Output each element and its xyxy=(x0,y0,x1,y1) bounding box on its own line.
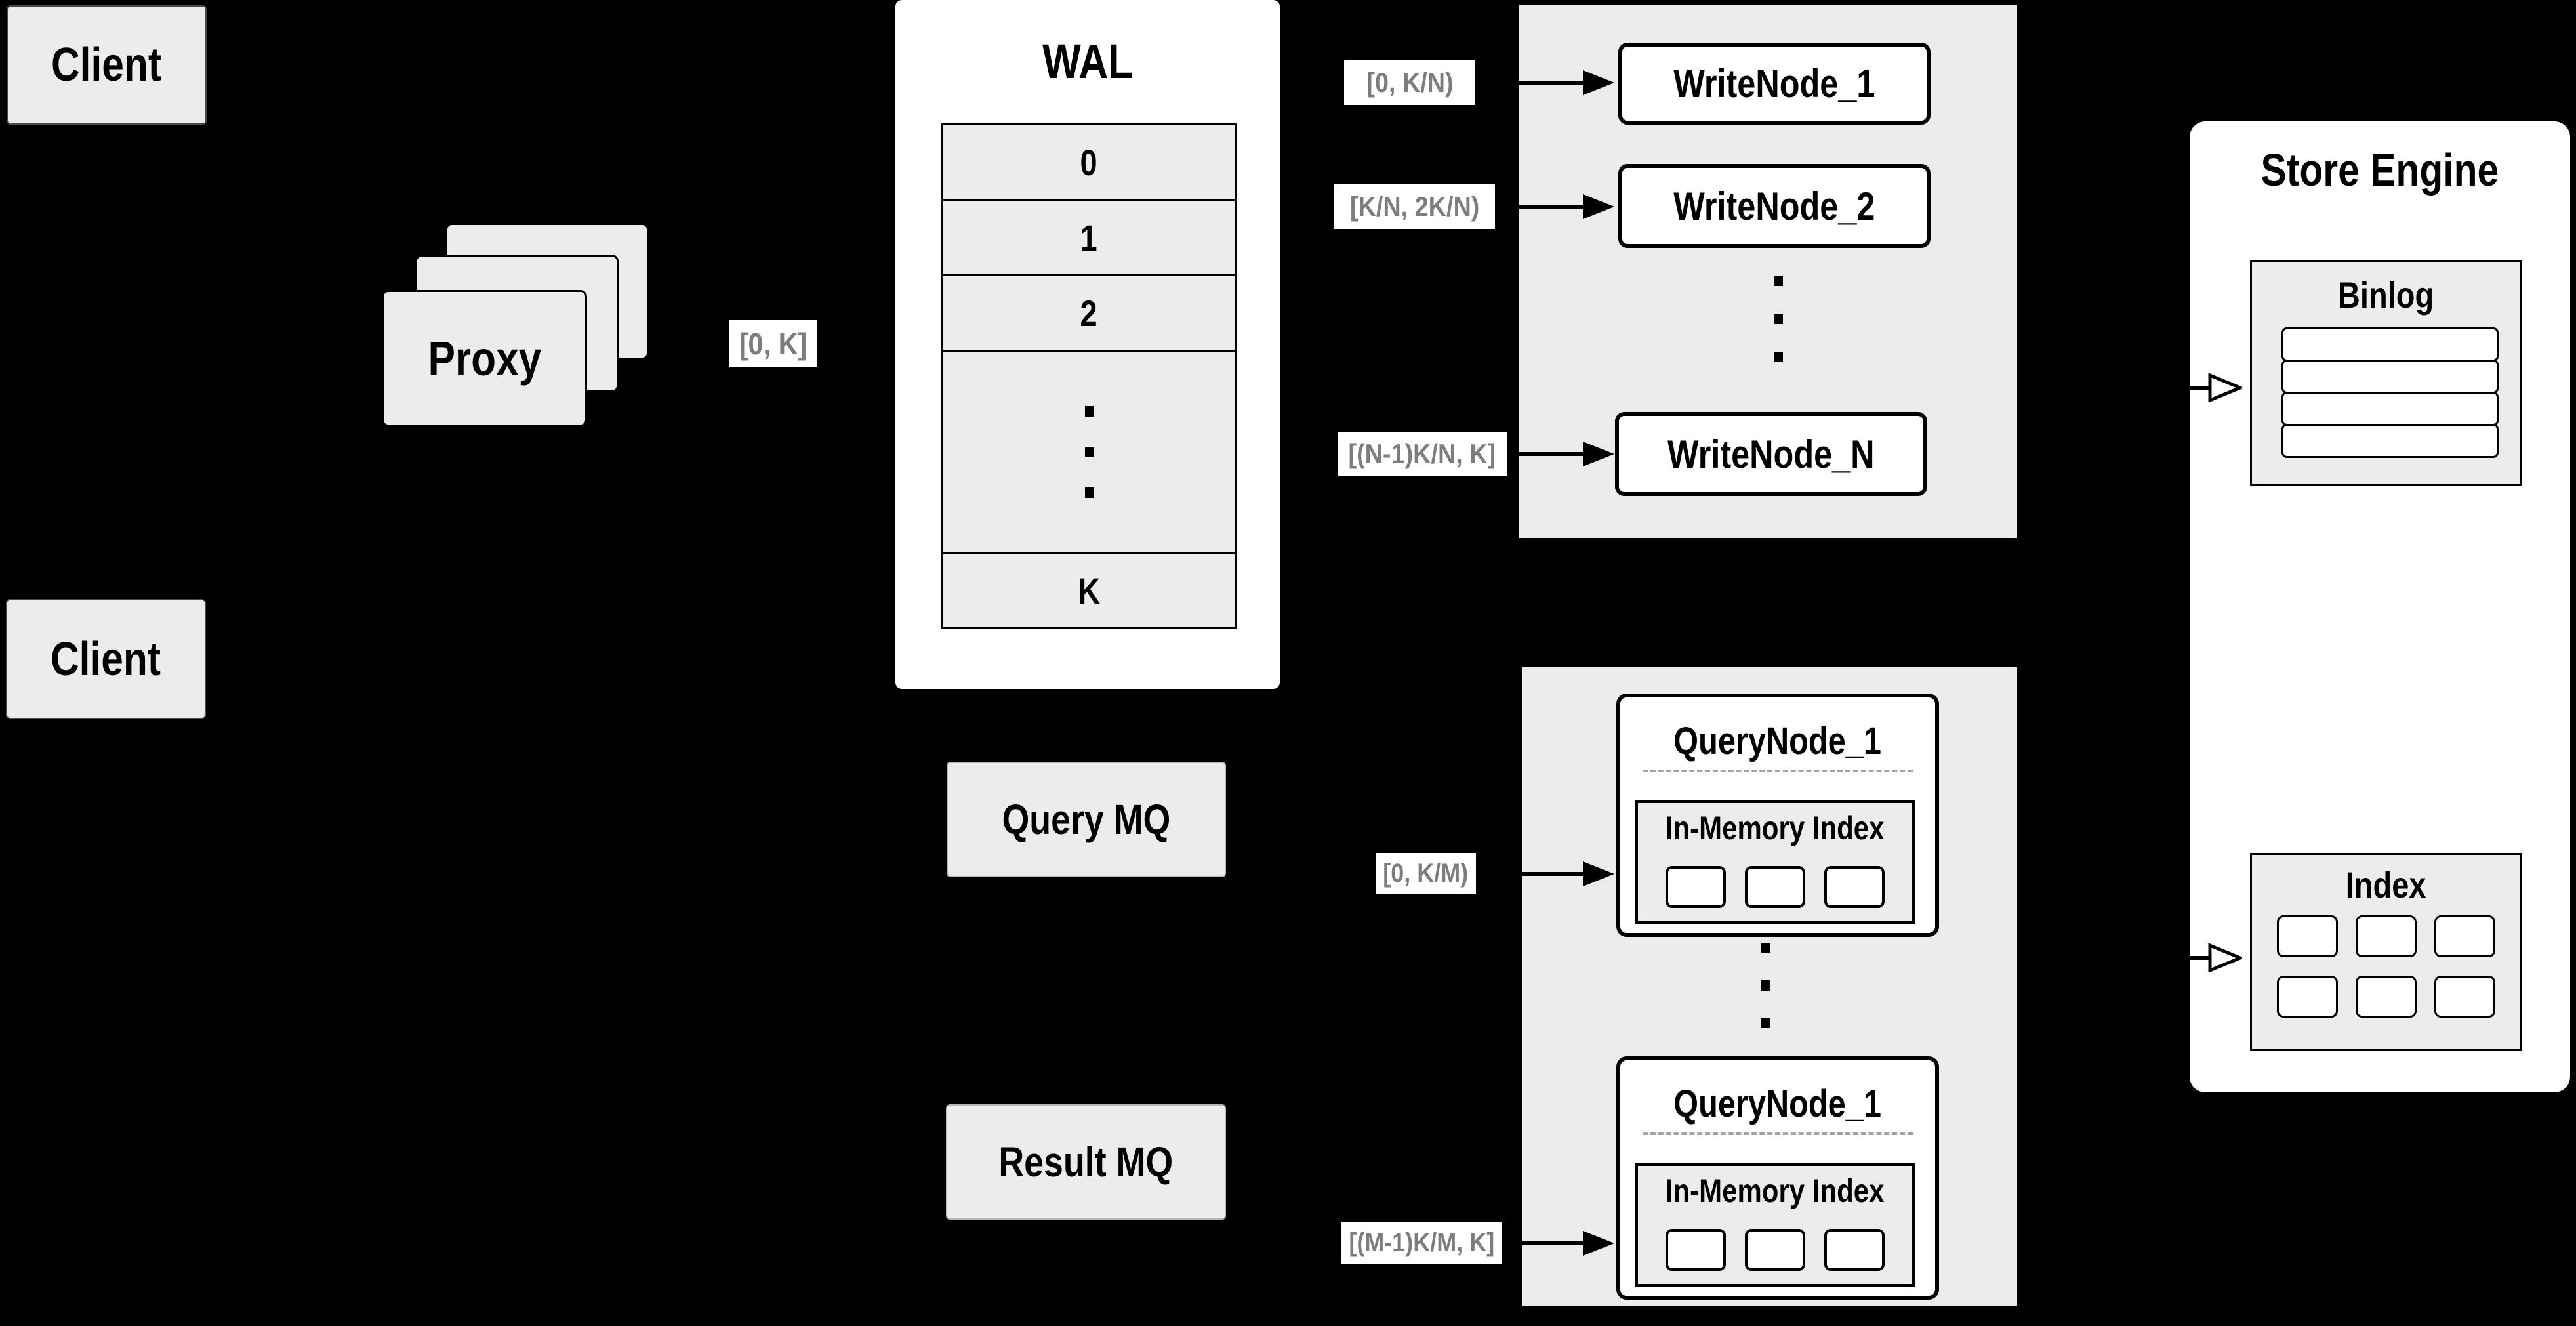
ellipsis-dot xyxy=(1761,980,1770,991)
ellipsis-dot xyxy=(1084,405,1094,417)
write-node-n: WriteNode_N xyxy=(1615,412,1927,496)
wal-title: WAL xyxy=(1042,33,1134,89)
wal-panel: WAL 0 1 2 K xyxy=(895,0,1280,689)
ellipsis-dot xyxy=(1084,487,1094,498)
arrow-into-index-line xyxy=(2190,956,2212,960)
in-memory-index-box-top: In-Memory Index xyxy=(1635,800,1915,924)
index-box: Index xyxy=(2250,853,2522,1051)
arrow-query-1-line xyxy=(1522,872,1584,876)
arrow-query-1-head-icon xyxy=(1583,861,1614,886)
in-memory-index-box-bottom: In-Memory Index xyxy=(1635,1163,1915,1287)
query-node-top: QueryNode_1 In-Memory Index xyxy=(1616,694,1939,937)
ellipsis-dot xyxy=(1761,943,1770,953)
client-top-label: Client xyxy=(51,39,162,91)
range-label-query-1: [0, K/M) xyxy=(1376,853,1476,894)
binlog-row xyxy=(2281,327,2499,362)
wal-slot-0: 0 xyxy=(943,125,1235,201)
dashed-divider xyxy=(1643,770,1913,772)
index-grid xyxy=(2252,915,2520,1018)
index-cell xyxy=(2356,915,2417,957)
query-mq-box: Query MQ xyxy=(947,762,1226,877)
arrow-into-binlog-line xyxy=(2190,386,2212,390)
memory-segments xyxy=(1638,866,1912,908)
query-node-bottom-title: QueryNode_1 xyxy=(1673,1082,1882,1125)
arrow-query-m-head-icon xyxy=(1583,1231,1614,1256)
range-label-write-n: [(N-1)K/N, K] xyxy=(1338,432,1507,476)
range-label-write-2: [K/N, 2K/N) xyxy=(1334,184,1495,229)
wal-slot-table: 0 1 2 K xyxy=(941,123,1237,629)
memory-segment xyxy=(1666,1229,1726,1271)
write-node-2: WriteNode_2 xyxy=(1618,164,1931,248)
index-cell xyxy=(2434,915,2495,957)
wal-slot-2: 2 xyxy=(943,276,1235,352)
wal-slot-1: 1 xyxy=(943,201,1235,276)
proxy-card-front: Proxy xyxy=(382,290,587,426)
memory-segment xyxy=(1666,866,1726,908)
store-engine-panel: Store Engine Binlog Index xyxy=(2190,121,2570,1092)
index-cell xyxy=(2434,976,2495,1018)
memory-segments xyxy=(1638,1229,1912,1271)
index-title: Index xyxy=(2346,863,2426,905)
wal-ellipsis xyxy=(943,352,1235,554)
memory-segment xyxy=(1824,866,1885,908)
ellipsis-write-nodes xyxy=(1774,276,1783,362)
memory-segment xyxy=(1745,866,1805,908)
memory-segment xyxy=(1824,1229,1885,1271)
ellipsis-dot xyxy=(1084,446,1094,457)
client-box-bottom: Client xyxy=(6,599,206,719)
arrow-write-n-head-icon xyxy=(1583,442,1614,466)
arrow-write-n-line xyxy=(1519,452,1584,456)
arrow-query-m-line xyxy=(1522,1241,1584,1245)
write-node-1: WriteNode_1 xyxy=(1618,43,1931,125)
wal-slot-k: K xyxy=(943,554,1235,627)
dashed-divider xyxy=(1643,1132,1913,1135)
query-mq-label: Query MQ xyxy=(1002,796,1171,843)
arrow-write-1-head-icon xyxy=(1583,70,1614,95)
in-memory-index-title: In-Memory Index xyxy=(1666,1172,1885,1209)
index-cell xyxy=(2277,976,2338,1018)
ellipsis-dot xyxy=(1774,352,1783,362)
result-mq-box: Result MQ xyxy=(946,1104,1226,1220)
arrow-write-2-line xyxy=(1519,205,1584,209)
client-box-top: Client xyxy=(7,5,207,125)
range-label-proxy-out: [0, K] xyxy=(729,320,817,367)
ellipsis-dot xyxy=(1774,314,1783,324)
binlog-row xyxy=(2281,360,2499,394)
memory-segment xyxy=(1745,1229,1805,1271)
store-engine-title: Store Engine xyxy=(2260,144,2499,196)
arrow-into-index-head-icon xyxy=(2208,943,2242,972)
ellipsis-dot xyxy=(1774,276,1783,286)
range-label-query-m: [(M-1)K/M, K] xyxy=(1341,1222,1502,1264)
index-cell xyxy=(2356,976,2417,1018)
binlog-rows xyxy=(2281,327,2499,458)
query-node-bottom: QueryNode_1 In-Memory Index xyxy=(1616,1056,1939,1300)
query-node-top-title: QueryNode_1 xyxy=(1673,719,1882,762)
range-label-write-1: [0, K/N) xyxy=(1344,60,1475,105)
arrow-write-1-line xyxy=(1519,81,1584,85)
arrow-into-binlog-head-icon xyxy=(2208,373,2242,402)
arrow-write-2-head-icon xyxy=(1583,194,1614,219)
result-mq-label: Result MQ xyxy=(998,1138,1174,1186)
binlog-row xyxy=(2281,424,2499,458)
binlog-title: Binlog xyxy=(2338,274,2434,316)
in-memory-index-title: In-Memory Index xyxy=(1666,810,1885,846)
binlog-row xyxy=(2281,392,2499,426)
index-cell xyxy=(2277,915,2338,957)
binlog-box: Binlog xyxy=(2250,260,2522,486)
ellipsis-query-nodes xyxy=(1761,943,1770,1028)
ellipsis-dot xyxy=(1761,1018,1770,1028)
proxy-label: Proxy xyxy=(428,331,541,386)
client-bottom-label: Client xyxy=(51,632,161,686)
